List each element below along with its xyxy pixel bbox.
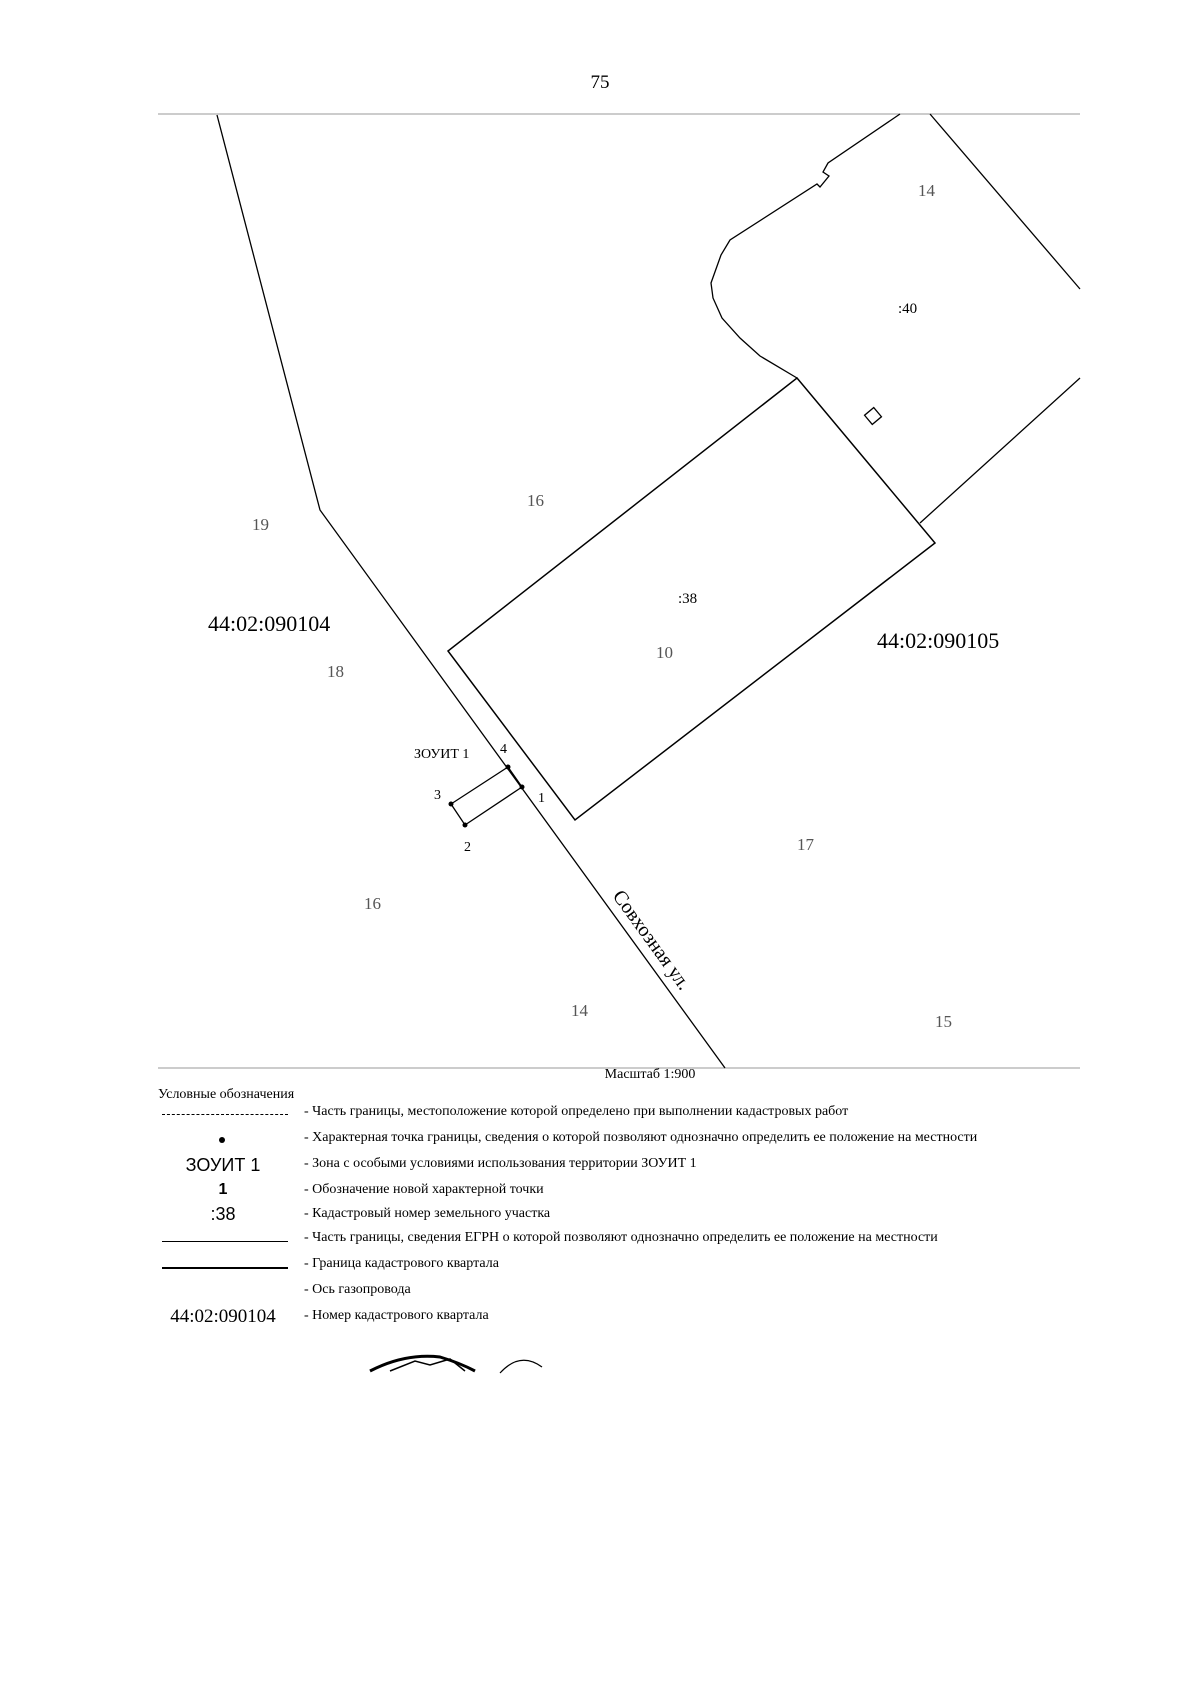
legend-description: - Номер кадастрового квартала xyxy=(304,1308,489,1323)
legend-description: - Часть границы, местоположение которой … xyxy=(304,1104,849,1119)
parcel-label: 14 xyxy=(918,181,936,200)
parcel-label: 16 xyxy=(527,491,544,510)
legend-description: - Граница кадастрового квартала xyxy=(304,1256,499,1271)
parcel-40-right-edge xyxy=(929,113,1081,290)
parcel-label: 19 xyxy=(252,515,269,534)
legend-item: - Часть границы, местоположение которой … xyxy=(158,1100,1118,1126)
parcel-label: 17 xyxy=(797,835,815,854)
parcel-40-boundary xyxy=(710,113,901,379)
point-label-1: 1 xyxy=(538,791,545,806)
legend-symbol-dashed-line xyxy=(158,1100,288,1126)
parcel-label: 10 xyxy=(656,643,673,662)
point-4-dot xyxy=(505,764,511,770)
map-scale: Масштаб 1:900 xyxy=(604,1067,696,1082)
parcel-label: 15 xyxy=(935,1012,952,1031)
legend-item: - Часть границы, сведения ЕГРН о которой… xyxy=(158,1226,1118,1252)
parcel-label: :40 xyxy=(898,301,917,317)
quarter-label-left: 44:02:090104 xyxy=(208,611,330,636)
parcel-40-lower-edge xyxy=(919,377,1081,524)
page-number: 75 xyxy=(590,72,610,93)
legend-item: - Граница кадастрового квартала xyxy=(158,1252,1118,1278)
parcel-label: :38 xyxy=(678,591,697,607)
legend-symbol-quarter-number: 44:02:090104 xyxy=(170,1306,276,1327)
legend-item: 1 - Обозначение новой характерной точки xyxy=(158,1178,1118,1202)
legend-symbol-thin-line xyxy=(158,1226,288,1252)
legend-description: - Часть границы, сведения ЕГРН о которой… xyxy=(304,1230,938,1245)
legend-symbol-gas-axis xyxy=(158,1278,288,1304)
legend-description: - Обозначение новой характерной точки xyxy=(304,1182,544,1197)
building-marker xyxy=(863,406,883,426)
legend-item: - Характерная точка границы, сведения о … xyxy=(158,1126,1118,1152)
point-label-4: 4 xyxy=(500,742,507,757)
parcel-38-boundary xyxy=(446,376,937,822)
point-1-dot xyxy=(519,784,525,790)
zone-label: ЗОУИТ 1 xyxy=(414,747,469,762)
street-label: Совхозная ул. xyxy=(608,886,695,994)
point-label-3: 3 xyxy=(434,788,441,803)
legend-symbol-thick-line xyxy=(158,1252,288,1278)
legend-item: ЗОУИТ 1 - Зона с особыми условиями испол… xyxy=(158,1152,1118,1178)
legend-description: - Зона с особыми условиями использования… xyxy=(304,1156,697,1171)
legend-item: :38 - Кадастровый номер земельного участ… xyxy=(158,1202,1118,1226)
zouit-zone-boundary xyxy=(450,766,523,826)
legend: - Часть границы, местоположение которой … xyxy=(158,1100,1118,1330)
cadastral-map: ЗОУИТ 1 1 2 3 4 Совхозная ул. 44:02:0901… xyxy=(158,113,1081,1069)
quarter-boundary-left xyxy=(216,114,726,1069)
parcel-label: 18 xyxy=(327,662,344,681)
legend-symbol-zone: ЗОУИТ 1 xyxy=(185,1155,261,1175)
parcel-label: 16 xyxy=(364,894,381,913)
seal-stamp-fragment xyxy=(369,1354,543,1374)
legend-item: 44:02:090104 - Номер кадастрового кварта… xyxy=(158,1304,1118,1330)
legend-symbol-point xyxy=(158,1126,288,1152)
parcel-label: 14 xyxy=(571,1001,589,1020)
point-2-dot xyxy=(462,822,468,828)
legend-item: - Ось газопровода xyxy=(158,1278,1118,1304)
legend-symbol-point-number: 1 xyxy=(218,1181,228,1198)
legend-title: Условные обозначения xyxy=(158,1087,295,1102)
legend-description: - Кадастровый номер земельного участка xyxy=(304,1206,551,1221)
quarter-label-right: 44:02:090105 xyxy=(877,628,999,653)
legend-description: - Характерная точка границы, сведения о … xyxy=(304,1130,978,1145)
legend-description: - Ось газопровода xyxy=(304,1282,411,1297)
point-label-2: 2 xyxy=(464,840,471,855)
point-3-dot xyxy=(448,801,454,807)
legend-symbol-parcel-number: :38 xyxy=(210,1204,236,1224)
